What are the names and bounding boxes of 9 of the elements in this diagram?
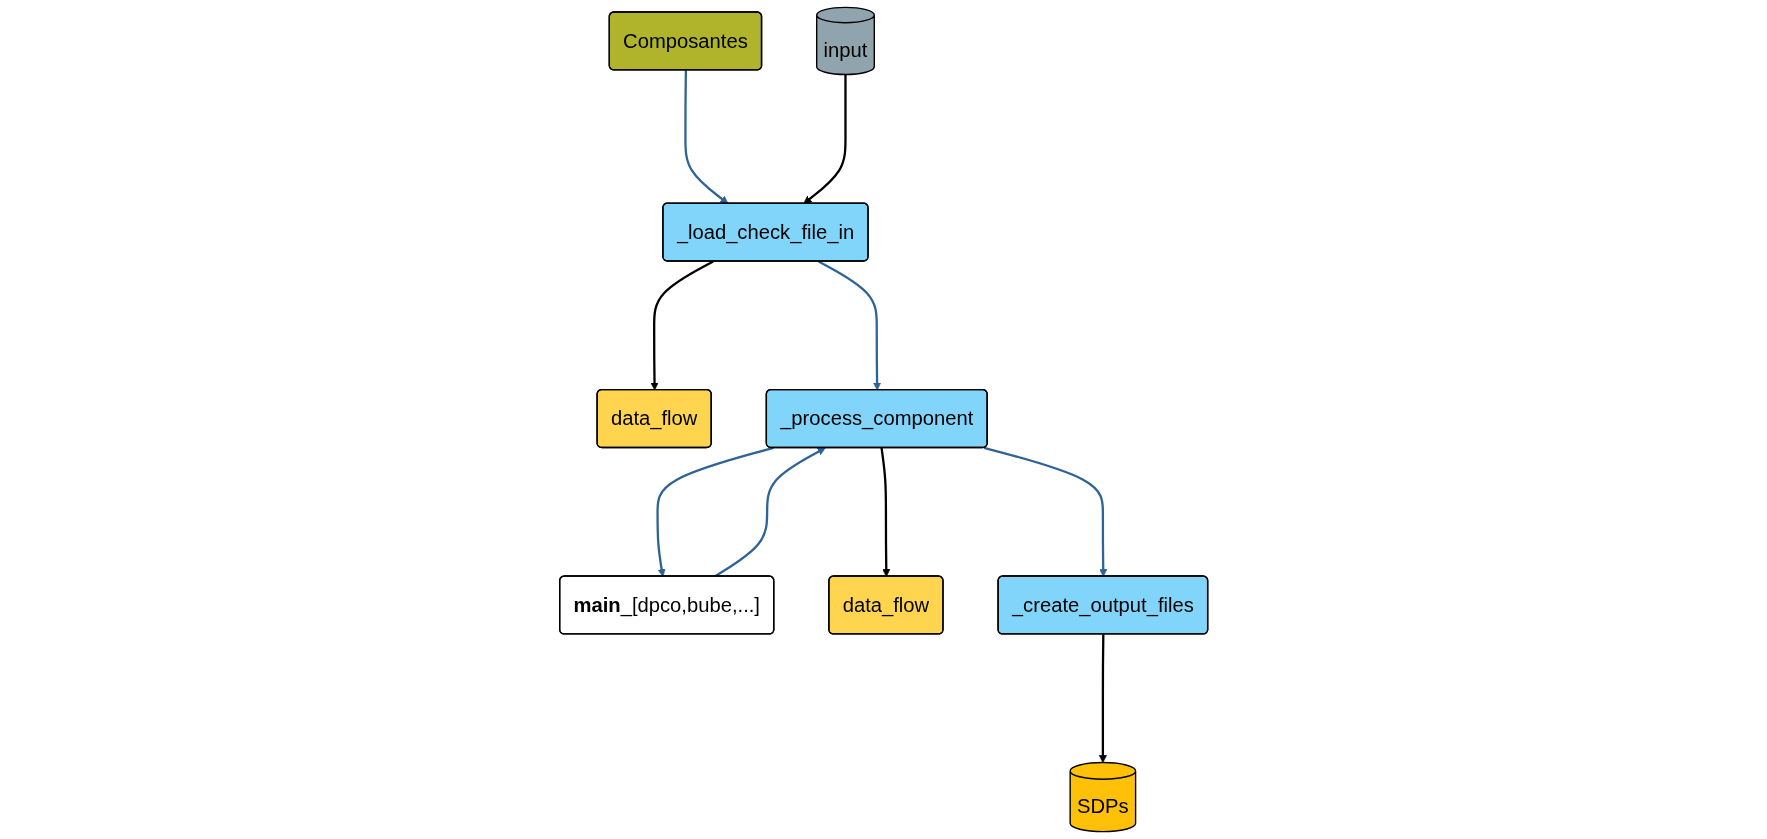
arrow <box>803 74 847 204</box>
arrow <box>650 260 714 391</box>
arrow <box>656 446 774 577</box>
arrow <box>880 447 891 577</box>
arrow <box>983 446 1108 577</box>
arrow <box>817 260 881 391</box>
arrow <box>713 447 826 578</box>
arrow <box>684 70 729 204</box>
arrow <box>1098 634 1107 763</box>
